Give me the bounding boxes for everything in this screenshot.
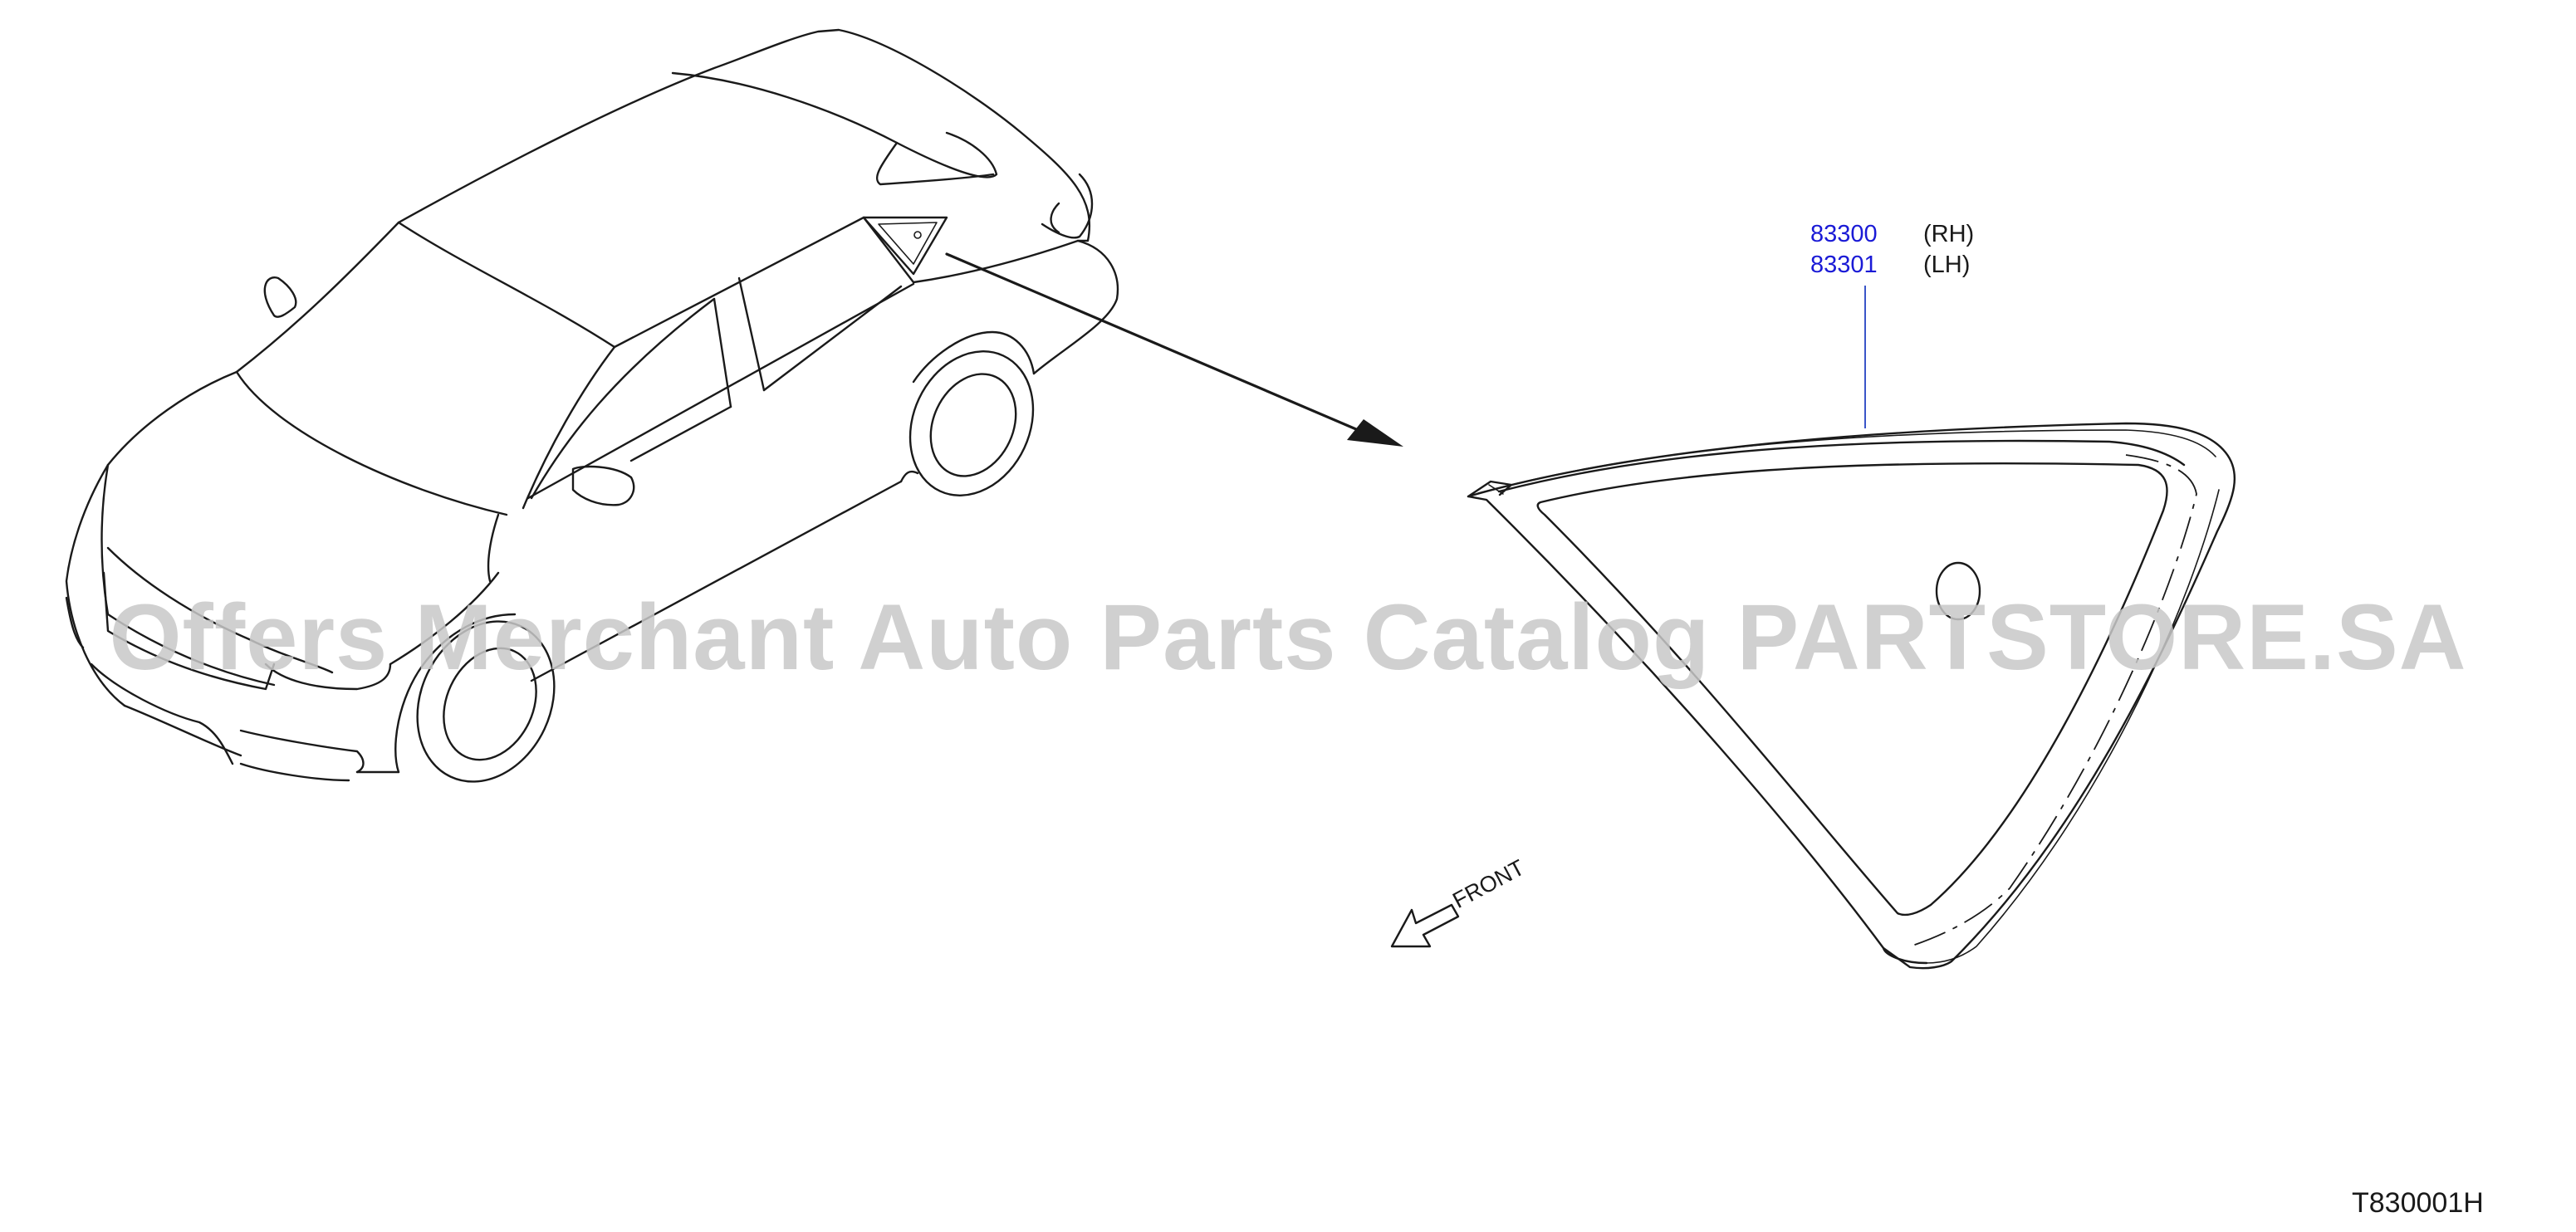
diagram-code: T830001H <box>2352 1187 2484 1219</box>
rear-quarter-window-glass[interactable] <box>1467 422 2236 970</box>
front-direction-arrow <box>1390 903 1460 948</box>
callout-arrow <box>945 252 1403 447</box>
part-number-83300[interactable]: 83300 <box>1810 221 1878 247</box>
part-number-83301[interactable]: 83301 <box>1810 252 1878 278</box>
part-side-lh: (LH) <box>1923 252 1971 278</box>
car-illustration <box>65 28 1119 783</box>
part-side-rh: (RH) <box>1923 221 1975 247</box>
